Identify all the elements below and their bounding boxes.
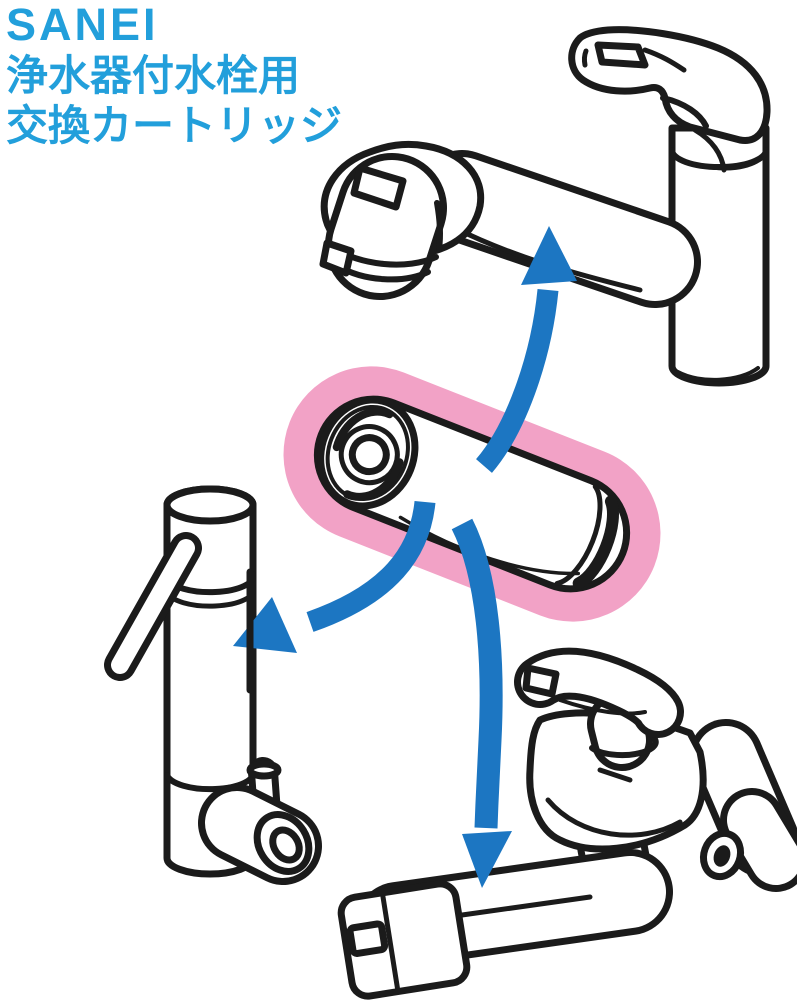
pullout-kitchen-faucet-illustration — [319, 26, 771, 387]
purifier-faucet-illustration — [104, 485, 322, 885]
header-text: SANEI 浄水器付水栓用 交換カートリッジ — [6, 0, 342, 147]
spray-button-lower — [319, 239, 355, 277]
faucet-column — [668, 124, 770, 387]
spray-button — [350, 164, 407, 211]
arrow-up-icon — [475, 226, 577, 473]
replacement-cartridge-illustration — [283, 366, 661, 622]
arrow-down-icon — [451, 518, 512, 888]
wall-mount-faucet-illustration — [337, 647, 797, 1000]
spout-spray-head — [337, 880, 471, 1000]
brand-name: SANEI — [6, 0, 159, 50]
product-subtitle-line2: 交換カートリッジ — [6, 102, 343, 149]
product-subtitle-line1: 浄水器付水栓用 — [6, 52, 301, 99]
